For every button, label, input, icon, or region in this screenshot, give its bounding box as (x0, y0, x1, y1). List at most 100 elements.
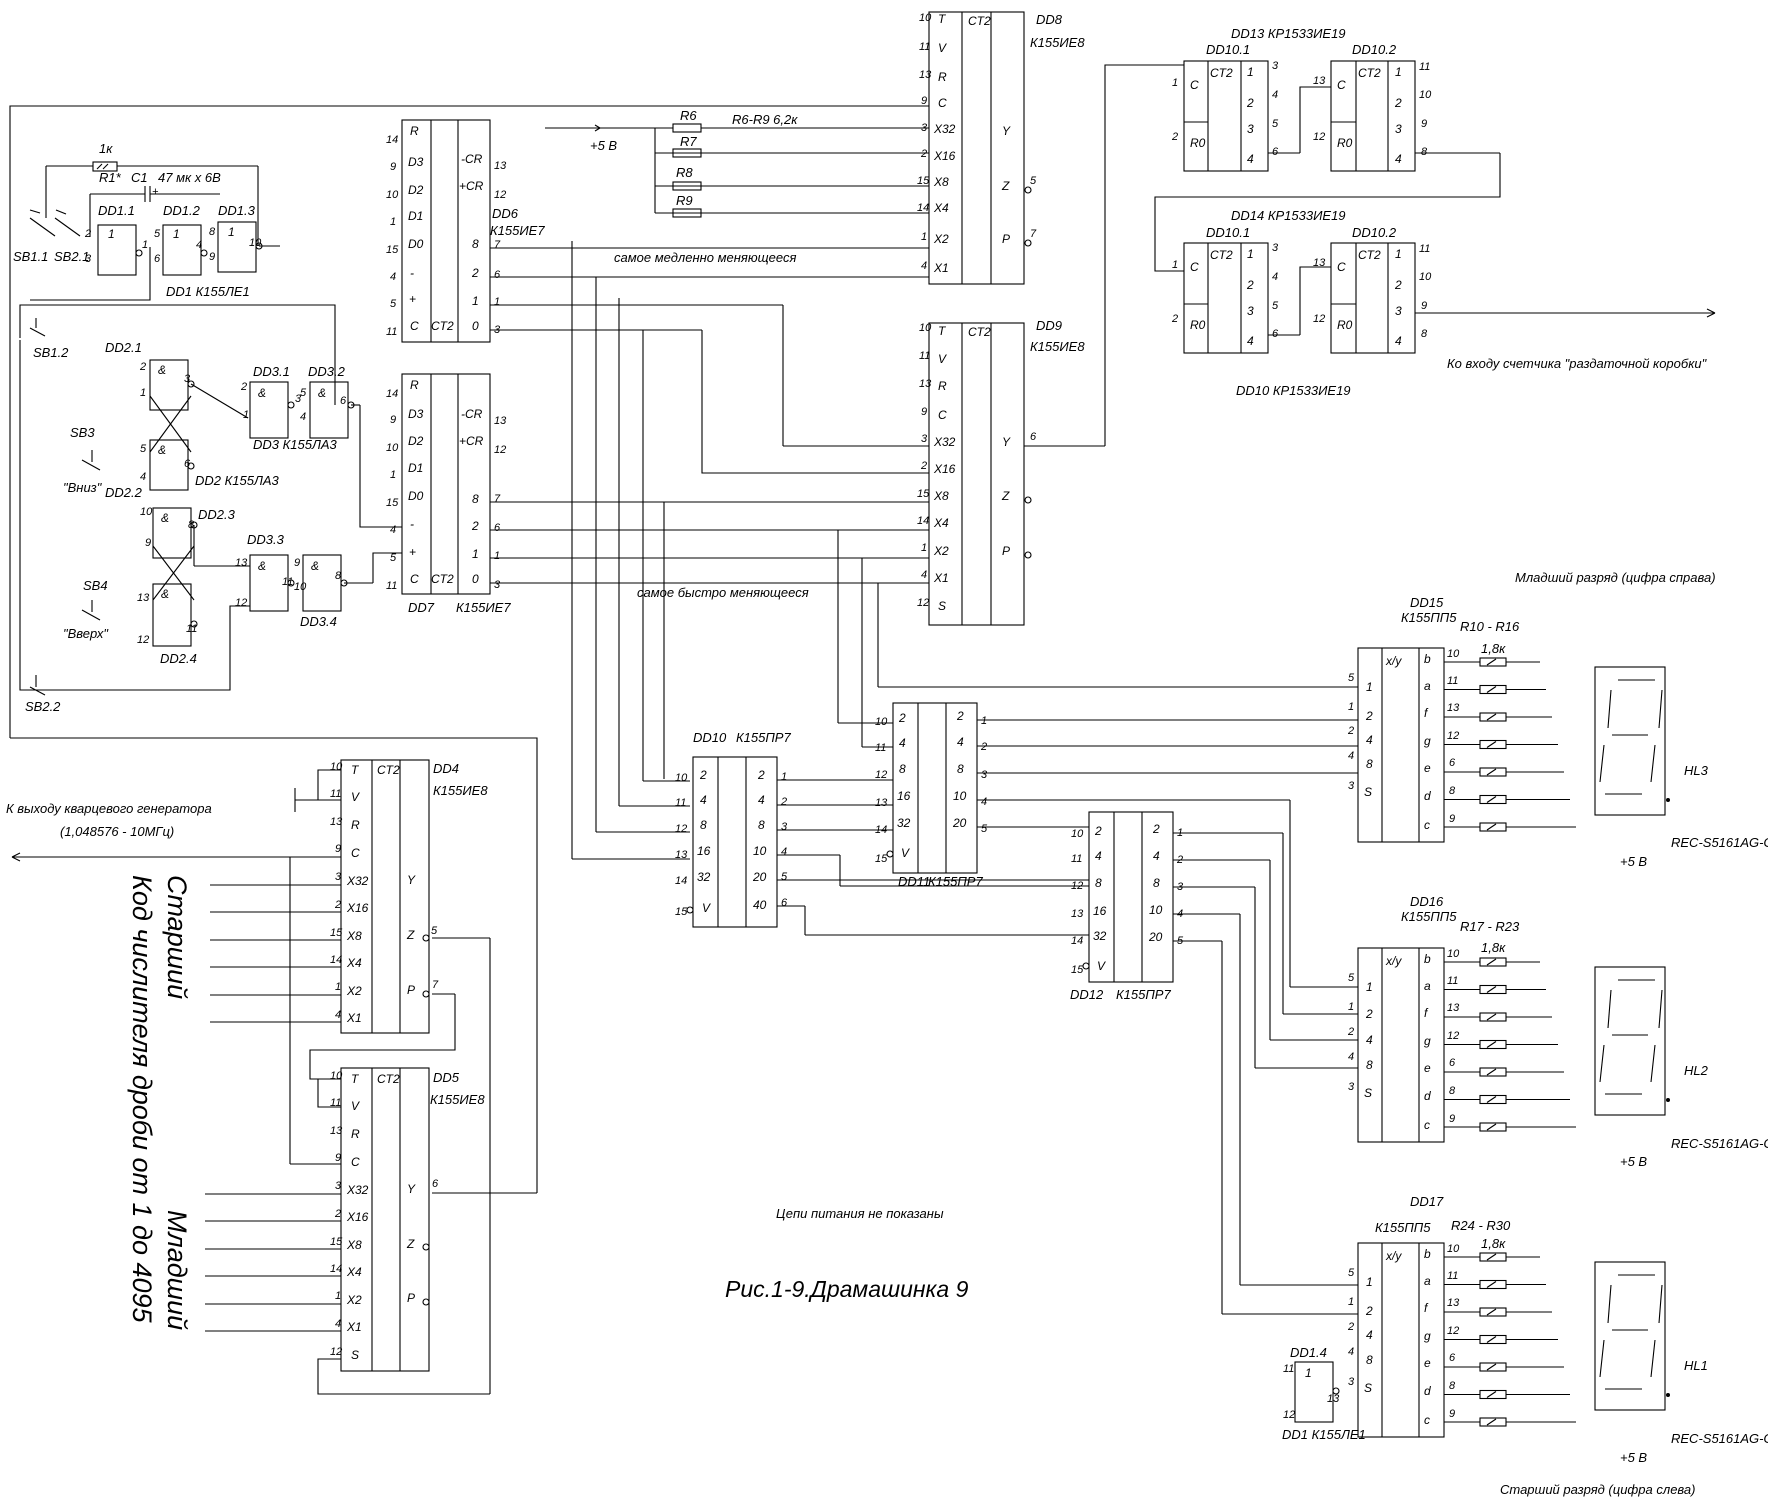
display-hl2[interactable]: HL2 REC-S5161AG-G +5 В (1594, 966, 1768, 1169)
svg-text:12: 12 (875, 769, 887, 781)
svg-text:8: 8 (335, 570, 342, 582)
svg-text:V: V (351, 790, 360, 804)
svg-text:P: P (407, 1291, 415, 1305)
svg-text:3: 3 (781, 821, 788, 833)
svg-text:1: 1 (243, 409, 249, 421)
svg-text:11: 11 (386, 326, 397, 338)
svg-text:1: 1 (142, 239, 148, 251)
svg-text:9: 9 (145, 537, 151, 549)
svg-text:4: 4 (300, 411, 306, 423)
svg-text:5: 5 (781, 871, 788, 883)
svg-text:1: 1 (494, 550, 500, 562)
svg-text:+CR: +CR (459, 434, 484, 448)
svg-text:3: 3 (1272, 60, 1279, 72)
svg-text:5: 5 (1348, 672, 1355, 684)
svg-text:X4: X4 (933, 516, 949, 530)
svg-text:8: 8 (700, 818, 707, 832)
svg-text:1: 1 (335, 1290, 341, 1302)
switch-sb2-2: SB2.2 (25, 699, 61, 714)
svg-text:P: P (1002, 544, 1010, 558)
svg-text:10: 10 (1419, 271, 1432, 283)
svg-text:C: C (351, 1155, 360, 1169)
svg-text:9: 9 (1449, 1113, 1455, 1125)
dd17-resistors: R24 - R30 (1451, 1218, 1511, 1233)
svg-text:10: 10 (919, 322, 932, 334)
svg-text:Z: Z (406, 1237, 415, 1251)
svg-text:15: 15 (1071, 964, 1084, 976)
svg-text:x/y: x/y (1385, 654, 1402, 668)
svg-text:1: 1 (1366, 980, 1373, 994)
switch-sb2-1: SB2.1 (54, 249, 89, 264)
svg-text:X32: X32 (933, 122, 956, 136)
btn-up-label: "Вверх" (63, 626, 109, 641)
resistor-mark (1486, 1336, 1497, 1343)
segment-resistor (1479, 1067, 1507, 1077)
svg-text:13: 13 (235, 557, 248, 569)
svg-text:4: 4 (1247, 152, 1254, 166)
display-hl1[interactable]: HL1 REC-S5161AG-G +5 В (1594, 1261, 1768, 1465)
svg-text:14: 14 (917, 202, 929, 214)
svg-text:4: 4 (921, 569, 927, 581)
dd7-type: К155ИЕ7 (456, 600, 511, 615)
svg-text:6: 6 (154, 253, 161, 265)
svg-text:12: 12 (1313, 313, 1325, 325)
dd8-type: К155ИЕ8 (1030, 35, 1085, 50)
svg-text:+: + (409, 545, 416, 559)
svg-text:S: S (1364, 1086, 1372, 1100)
resistor-mark (1486, 823, 1497, 831)
hl2-model: REC-S5161AG-G (1671, 1136, 1768, 1151)
svg-text:e: e (1424, 1356, 1431, 1370)
svg-text:T: T (351, 763, 360, 777)
hl3-model: REC-S5161AG-G (1671, 835, 1768, 850)
svg-text:S: S (1364, 1381, 1372, 1395)
svg-text:8: 8 (472, 237, 479, 251)
dd16-type: К155ПП5 (1401, 909, 1457, 924)
segment-resistor (1479, 1012, 1507, 1022)
svg-text:X32: X32 (346, 874, 369, 888)
svg-text:1: 1 (472, 547, 479, 561)
svg-text:2: 2 (1246, 278, 1254, 292)
gate-dd3-3: DD3.3 (247, 532, 285, 547)
svg-text:X1: X1 (933, 261, 949, 275)
svg-text:10: 10 (1447, 648, 1460, 660)
code-line-2: Код числителя дроби от 1 до 4095 (127, 875, 157, 1324)
svg-text:9: 9 (390, 414, 396, 426)
svg-text:D0: D0 (408, 489, 424, 503)
svg-text:4: 4 (1272, 89, 1278, 101)
dd13-sub2: DD10.2 (1352, 42, 1397, 57)
svg-text:5: 5 (1272, 300, 1279, 312)
segment-resistor (1479, 1389, 1507, 1400)
svg-text:8: 8 (1449, 1085, 1456, 1097)
power-note: Цепи питания не показаны (776, 1206, 944, 1221)
svg-text:13: 13 (675, 849, 688, 861)
svg-text:14: 14 (1071, 935, 1083, 947)
svg-text:4: 4 (390, 524, 396, 536)
svg-text:f: f (1424, 1006, 1429, 1020)
svg-text:X16: X16 (933, 149, 956, 163)
dd4-name: DD4 (433, 761, 459, 776)
svg-text:1: 1 (1395, 65, 1402, 79)
svg-text:9: 9 (1421, 300, 1427, 312)
svg-text:9: 9 (921, 95, 927, 107)
switch-sb3: SB3 (70, 425, 95, 440)
svg-text:0: 0 (472, 319, 479, 333)
svg-text:4: 4 (758, 793, 765, 807)
svg-text:T: T (938, 324, 947, 338)
svg-text:13: 13 (494, 415, 507, 427)
segment-resistor (1479, 1039, 1507, 1050)
svg-text:3: 3 (1272, 242, 1279, 254)
segment-resistor (1479, 1279, 1507, 1290)
high-digit-label: Старший разряд (цифра слева) (1500, 1482, 1695, 1497)
c1-name: C1 (131, 170, 148, 185)
svg-text:13: 13 (330, 816, 343, 828)
display-hl3[interactable]: HL3 REC-S5161AG-G +5 В (1594, 666, 1768, 869)
svg-text:11: 11 (1447, 1270, 1458, 1282)
svg-text:3: 3 (494, 579, 501, 591)
dd13-sub1: DD10.1 (1206, 42, 1250, 57)
svg-text:12: 12 (1313, 131, 1325, 143)
dd17-res-value: 1,8к (1481, 1236, 1506, 1251)
svg-text:12: 12 (1283, 1409, 1295, 1421)
resistor-mark (1486, 986, 1497, 993)
